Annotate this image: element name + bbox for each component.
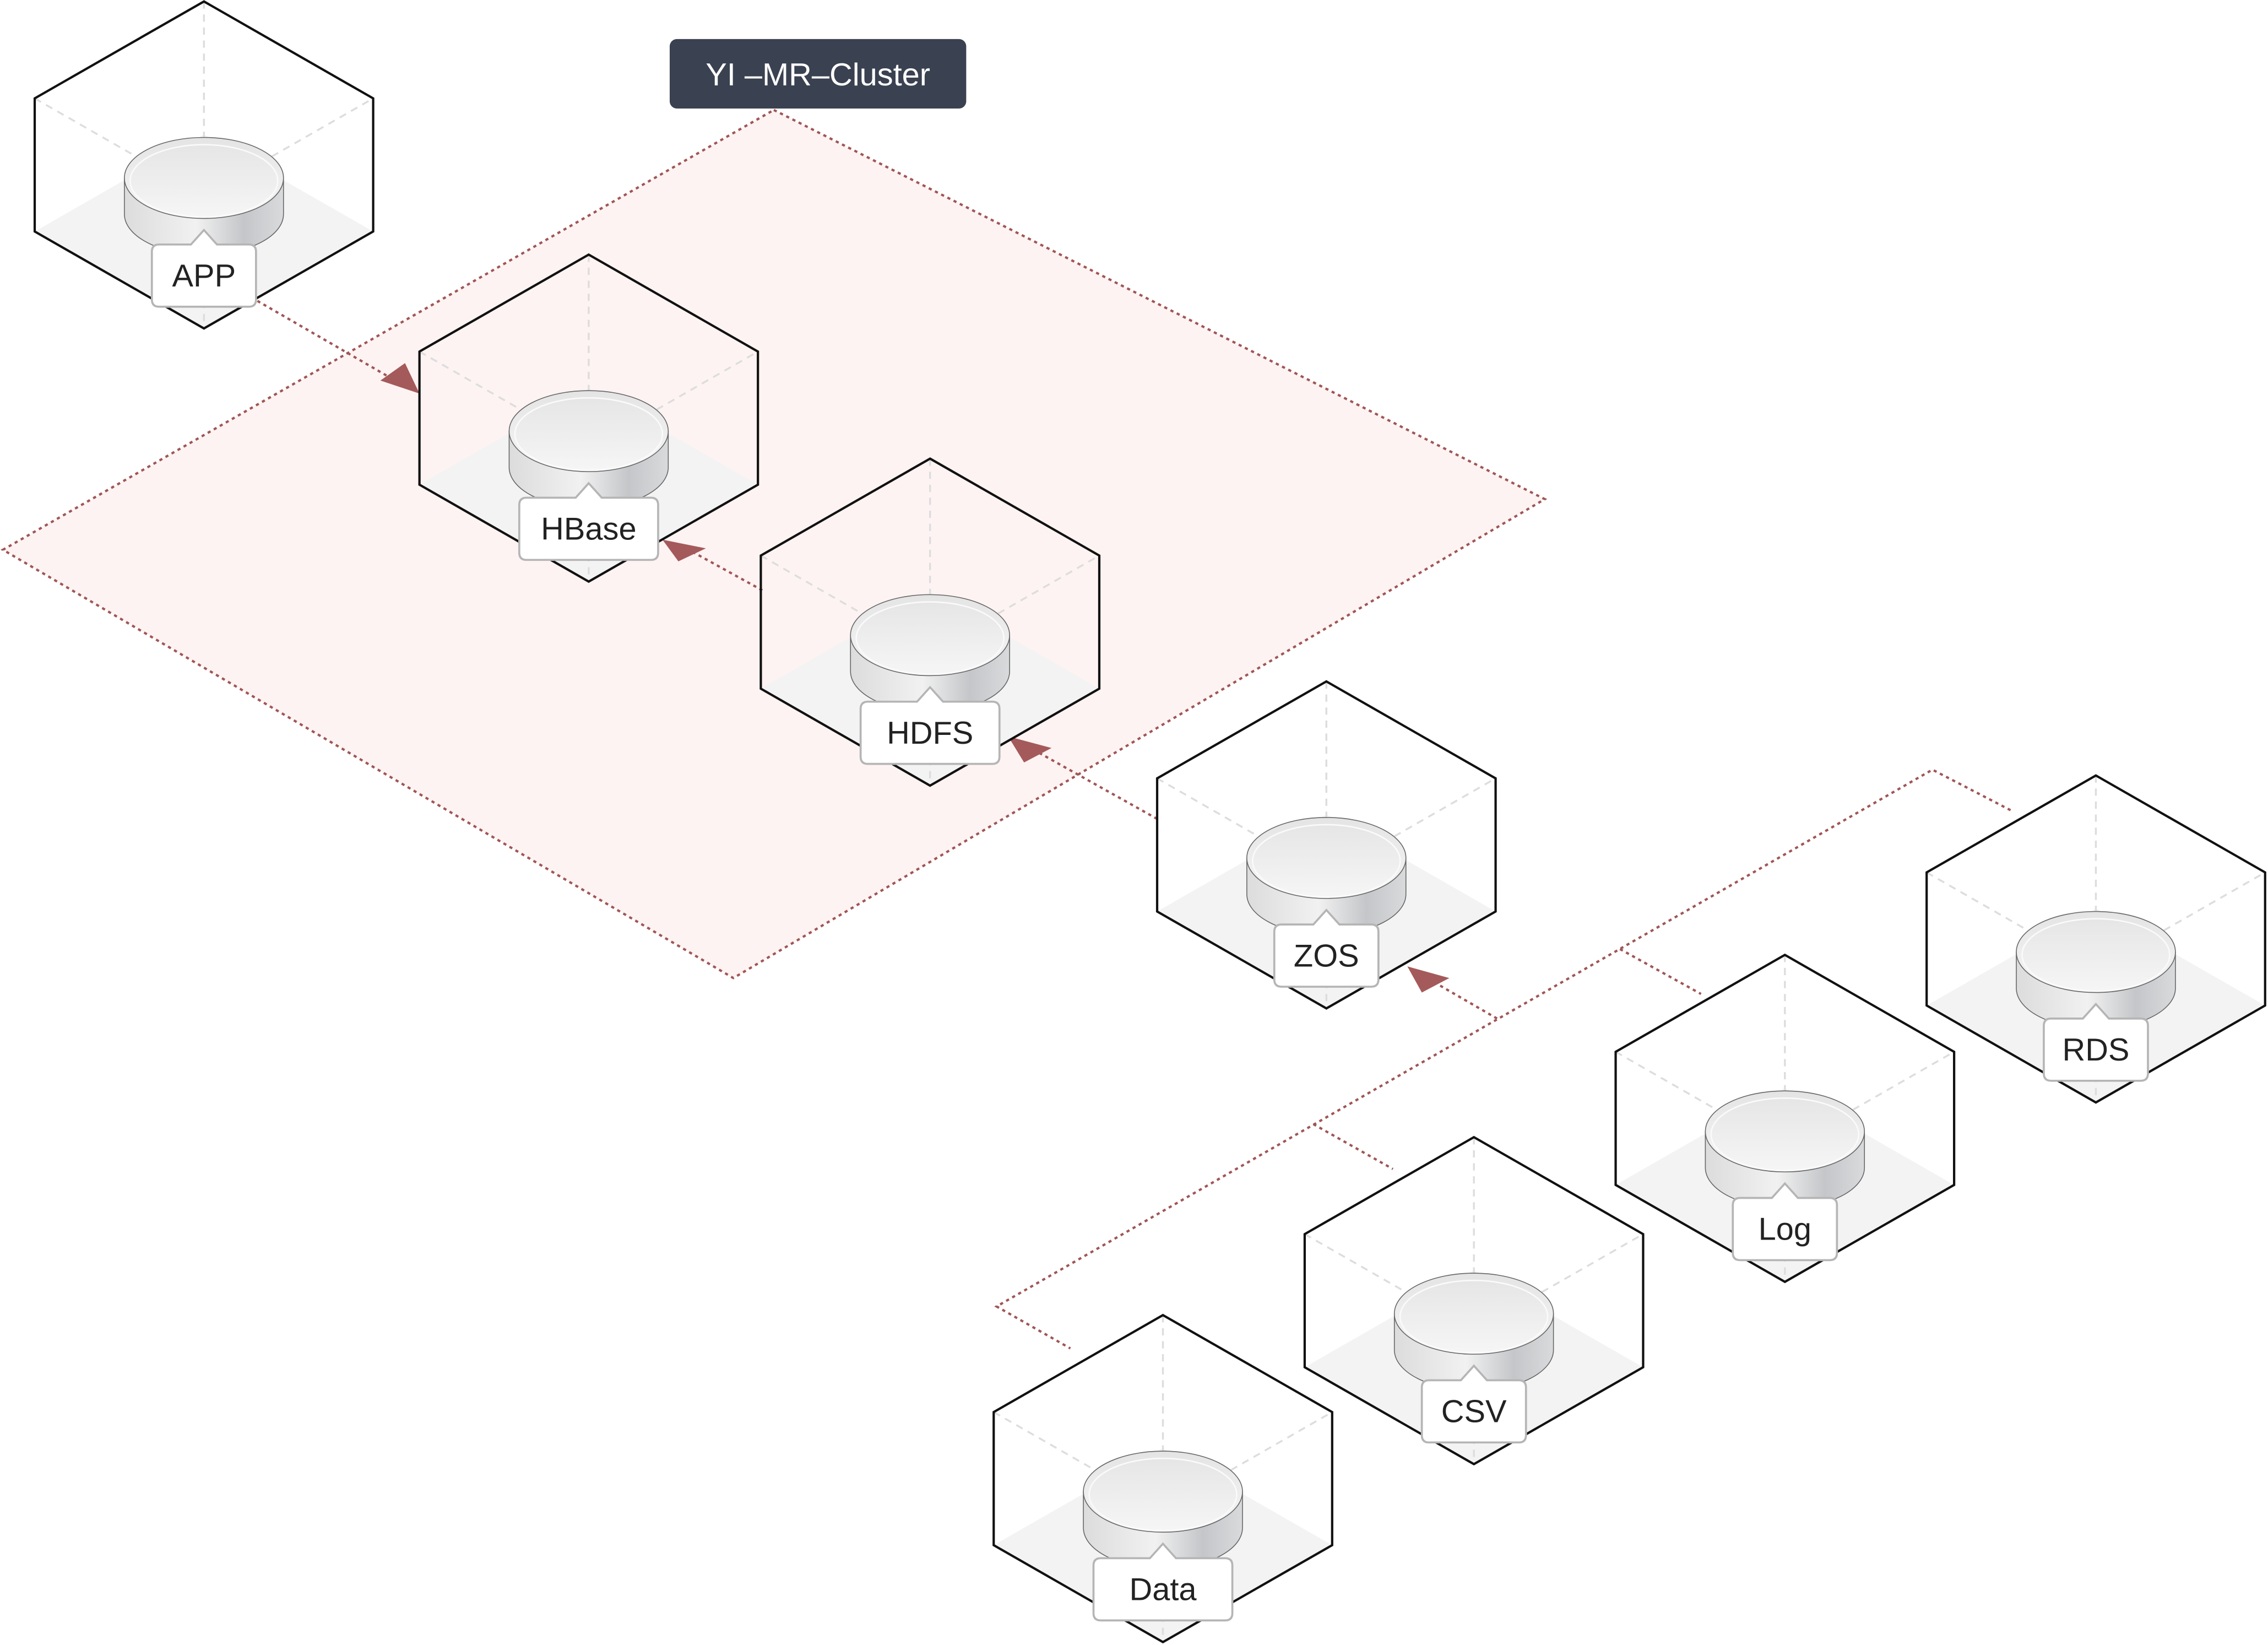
node-csv[interactable]: CSV xyxy=(1303,1135,1645,1466)
node-label-callout xyxy=(859,685,1001,765)
cylinder-top xyxy=(508,390,669,472)
cylinder-rim xyxy=(1088,1457,1238,1532)
node-log[interactable]: Log xyxy=(1614,953,1956,1284)
node-zos[interactable]: ZOS xyxy=(1155,680,1497,1010)
node-label: HBase xyxy=(541,512,636,547)
arrow-head-icon xyxy=(380,363,420,394)
cube-outline xyxy=(1303,1135,1645,1466)
cylinder-top xyxy=(124,137,284,219)
data-sources-boundary xyxy=(994,768,2011,1350)
node-label: HDFS xyxy=(887,716,973,751)
cluster-group-mr xyxy=(1,109,1548,980)
node-label: ZOS xyxy=(1294,938,1359,973)
cluster-badge-background xyxy=(669,39,967,109)
edge-sources-zos xyxy=(1431,980,1498,1020)
branch-csv xyxy=(1312,1123,1394,1170)
cube-outline xyxy=(1155,680,1497,1010)
cylinder-top xyxy=(2016,911,2176,993)
node-label-callout xyxy=(1092,1542,1234,1622)
cylinder-rim xyxy=(1710,1097,1860,1171)
branch-log xyxy=(1619,948,1702,995)
cluster-region xyxy=(3,110,1545,978)
node-hdfs[interactable]: HDFS xyxy=(759,457,1101,787)
cube-outline xyxy=(33,0,375,330)
cylinder-rim xyxy=(514,397,664,471)
node-label: Log xyxy=(1759,1212,1811,1247)
cylinder-top xyxy=(850,594,1010,677)
cylinder-top xyxy=(1083,1451,1243,1533)
node-label: APP xyxy=(172,258,236,294)
cube-outline xyxy=(1614,953,1956,1284)
edge-zos-hdfs xyxy=(1035,750,1158,820)
node-rds[interactable]: RDS xyxy=(1925,774,2266,1104)
node-label: RDS xyxy=(2062,1032,2129,1068)
cylinder-rim xyxy=(129,144,279,218)
node-label-callout xyxy=(518,481,659,561)
cylinder-rim xyxy=(1252,824,1401,898)
arrow-head-icon xyxy=(1008,736,1052,763)
cylinder-rim xyxy=(855,601,1005,675)
cylinder-top xyxy=(1246,817,1407,899)
node-data[interactable]: Data xyxy=(992,1313,1333,1644)
arrow-head-icon xyxy=(662,539,706,561)
cluster-badge[interactable]: YI –MR–Cluster xyxy=(669,39,967,109)
cylinder-rim xyxy=(2021,918,2171,992)
cube-outline xyxy=(992,1313,1333,1644)
cluster-boundary xyxy=(1,109,1548,980)
node-label-callout xyxy=(1420,1364,1527,1444)
node-label-callout xyxy=(150,228,257,308)
cube-outline xyxy=(759,457,1101,787)
node-app[interactable]: APP xyxy=(33,0,375,330)
cube-outline xyxy=(418,253,759,583)
arrow-head-icon xyxy=(1407,966,1450,993)
cylinder-top xyxy=(1705,1090,1865,1173)
node-label-callout xyxy=(1273,908,1380,988)
node-label: Data xyxy=(1130,1572,1197,1608)
cylinder-top xyxy=(1393,1273,1554,1355)
node-label-callout xyxy=(2043,1002,2149,1082)
edges xyxy=(257,300,1498,1020)
node-label-callout xyxy=(1732,1182,1838,1262)
edge-app-hbase xyxy=(257,300,388,377)
cluster-title: YI –MR–Cluster xyxy=(706,57,930,93)
node-label: CSV xyxy=(1441,1394,1507,1430)
cylinder-rim xyxy=(1399,1279,1549,1354)
cube-outline xyxy=(1925,774,2266,1104)
